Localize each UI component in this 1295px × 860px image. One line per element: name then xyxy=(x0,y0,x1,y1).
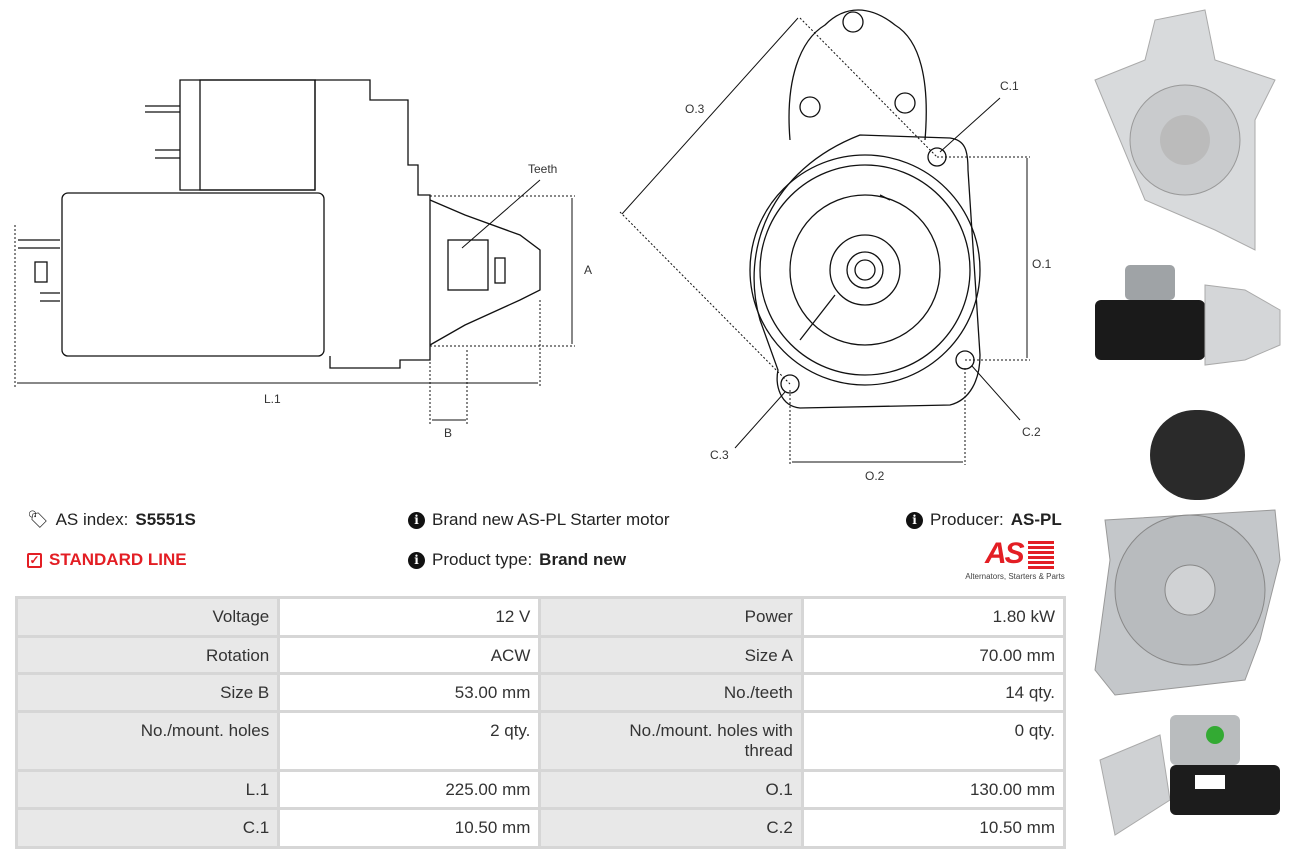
dim-o3-label: O.3 xyxy=(685,102,705,116)
spec-label: No./teeth xyxy=(538,672,804,713)
spec-value: 1.80 kW xyxy=(800,596,1067,638)
logo-tagline: Alternators, Starters & Parts xyxy=(965,572,1065,581)
producer-value: AS-PL xyxy=(1010,510,1062,529)
spec-value: 225.00 mm xyxy=(277,769,542,810)
dim-c3-label: C.3 xyxy=(710,448,729,462)
photo-side-view xyxy=(1095,265,1281,366)
producer: i Producer: AS-PL xyxy=(906,510,1062,530)
producer-label: Producer: xyxy=(930,510,1004,529)
spec-value: 70.00 mm xyxy=(800,635,1067,675)
spec-value: 12 V xyxy=(277,596,542,638)
spec-value: 130.00 mm xyxy=(800,769,1067,810)
spec-value: 0 qty. xyxy=(800,710,1067,772)
spec-label: Size B xyxy=(14,672,281,713)
spec-label: No./mount. holes xyxy=(14,710,281,772)
photo-angle-view xyxy=(1099,715,1280,836)
spec-label: Voltage xyxy=(14,596,281,638)
front-view-drawing: O.3 C.1 O.1 C.2 C.3 O.2 xyxy=(619,9,1052,483)
spec-value: 10.50 mm xyxy=(277,807,542,849)
logo-text: AS xyxy=(985,537,1025,570)
dim-o2-label: O.2 xyxy=(865,469,885,483)
side-view-drawing: Teeth A L.1 B xyxy=(14,79,592,440)
spec-label: C.2 xyxy=(538,807,804,849)
as-pl-logo: AS Alternators, Starters & Parts xyxy=(960,537,1070,582)
product-type: i Product type: Brand new xyxy=(408,550,626,570)
spec-label: L.1 xyxy=(14,769,281,810)
info-icon: i xyxy=(408,511,425,529)
tags-icon: 🏷︎ xyxy=(27,510,49,529)
spec-label: O.1 xyxy=(538,769,804,810)
photo-rear-view xyxy=(1094,410,1281,696)
spec-label: Power xyxy=(538,596,804,638)
dim-a-label: A xyxy=(584,263,592,277)
teeth-label: Teeth xyxy=(528,162,557,176)
info-icon: i xyxy=(906,511,923,529)
as-index-label: AS index: xyxy=(55,510,129,529)
dim-b-label: B xyxy=(444,426,452,440)
spec-label: Size A xyxy=(538,635,804,675)
product-type-value: Brand new xyxy=(539,550,627,569)
product-type-label: Product type: xyxy=(432,550,533,569)
spec-label: Rotation xyxy=(14,635,281,675)
spec-label: No./mount. holes with thread xyxy=(538,710,804,772)
spec-label: C.1 xyxy=(14,807,281,849)
spec-value: 53.00 mm xyxy=(277,672,542,713)
spec-value: 14 qty. xyxy=(800,672,1067,713)
checkbox-icon: ✓ xyxy=(27,552,42,568)
description-text: Brand new AS-PL Starter motor xyxy=(432,510,670,529)
as-index: 🏷︎ AS index: S5551S xyxy=(27,510,196,530)
product-photos xyxy=(1094,9,1281,836)
standard-line-label: STANDARD LINE xyxy=(49,550,187,569)
description: i Brand new AS-PL Starter motor xyxy=(408,510,669,530)
info-icon: i xyxy=(408,551,425,569)
spec-value: 10.50 mm xyxy=(800,807,1067,849)
dim-o1-label: O.1 xyxy=(1032,257,1052,271)
spec-value: 2 qty. xyxy=(277,710,542,772)
dim-c2-label: C.2 xyxy=(1022,425,1041,439)
dim-l1-label: L.1 xyxy=(264,392,281,406)
as-index-value: S5551S xyxy=(135,510,196,529)
dim-c1-label: C.1 xyxy=(1000,79,1019,93)
spec-value: ACW xyxy=(277,635,542,675)
standard-line: ✓ STANDARD LINE xyxy=(27,550,187,570)
photo-front-view xyxy=(1094,9,1276,251)
